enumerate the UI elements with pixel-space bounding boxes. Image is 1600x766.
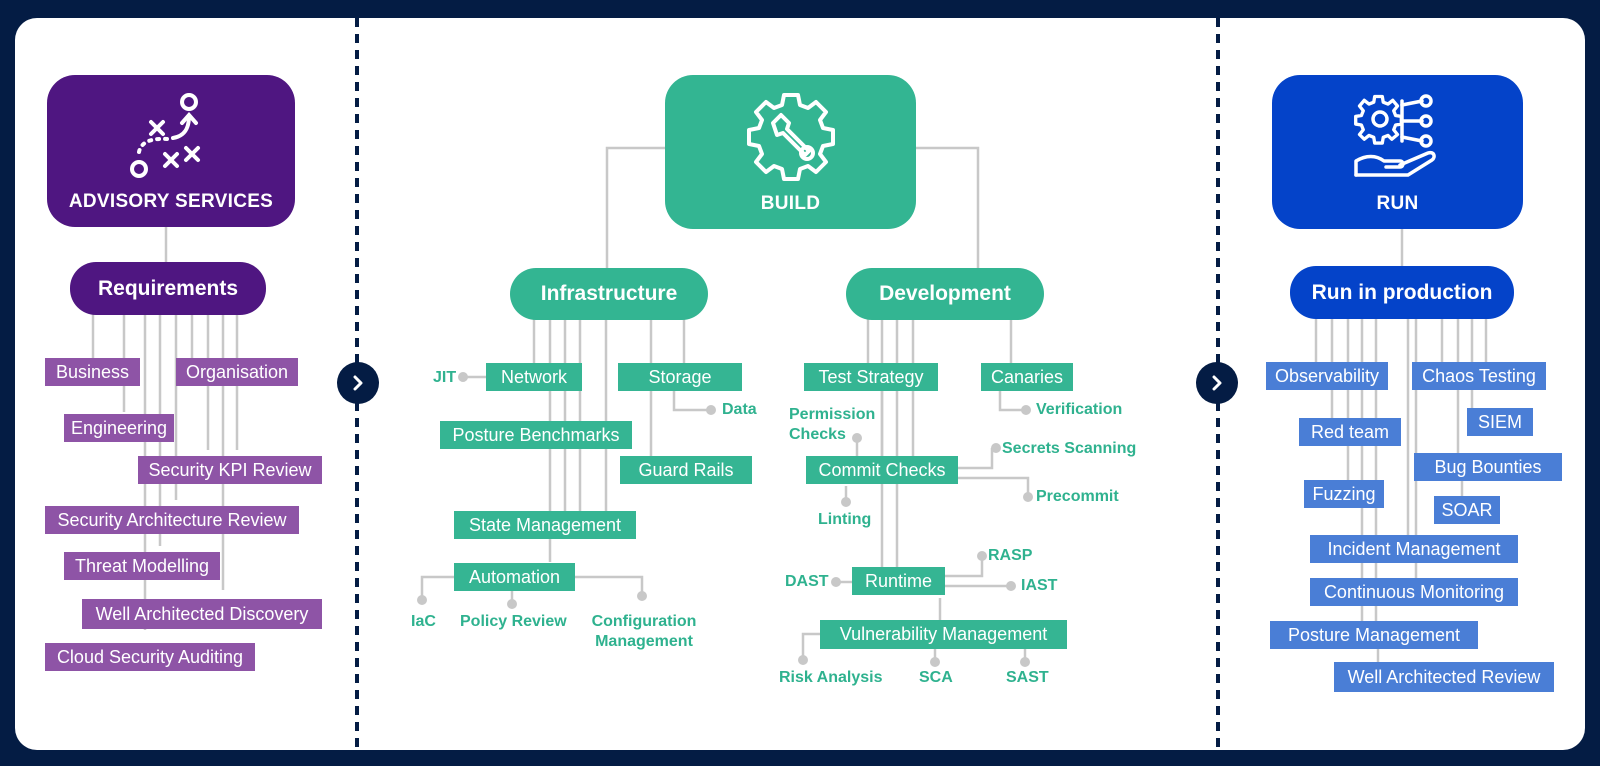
advisory-item-business: Business	[45, 358, 140, 386]
iac-label: IaC	[411, 613, 436, 630]
secrets-scanning-label: Secrets Scanning	[1002, 440, 1137, 457]
linting-label: Linting	[818, 511, 872, 528]
gear-wrench-icon	[746, 93, 835, 181]
advisory-item-organisation: Organisation	[176, 358, 298, 386]
guard-rails-box: Guard Rails	[620, 456, 752, 484]
jit-label: JIT	[433, 369, 457, 386]
build-card: BUILD	[665, 75, 916, 229]
hand-gear-network-icon	[1353, 94, 1436, 177]
run-item-continuous-monitoring: Continuous Monitoring	[1310, 578, 1518, 606]
runtime-box: Runtime	[852, 567, 945, 595]
run-item-red-team: Red team	[1299, 418, 1401, 446]
run-item-siem: SIEM	[1467, 408, 1533, 436]
canaries-box: Canaries	[981, 363, 1073, 391]
network-box: Network	[486, 363, 582, 391]
policy-review-label: Policy Review	[460, 613, 567, 630]
storage-box: Storage	[618, 363, 742, 391]
advisory-item-threat-modelling: Threat Modelling	[64, 552, 220, 580]
advisory-item-well-architected-discovery: Well Architected Discovery	[82, 599, 322, 629]
sast-label: SAST	[1006, 669, 1049, 686]
run-item-posture-management: Posture Management	[1270, 621, 1478, 649]
run-item-soar: SOAR	[1434, 496, 1500, 524]
precommit-label: Precommit	[1036, 488, 1119, 505]
advisory-services-card: ADVISORY SERVICES	[47, 75, 295, 227]
advisory-item-engineering: Engineering	[64, 414, 174, 442]
sca-label: SCA	[919, 669, 953, 686]
risk-analysis-label: Risk Analysis	[779, 669, 883, 686]
advisory-item-security-kpi-review: Security KPI Review	[138, 456, 322, 484]
iast-label: IAST	[1021, 577, 1058, 594]
configuration-management-label: Configuration Management	[591, 613, 697, 650]
strategy-play-icon	[130, 93, 200, 178]
run-in-production-pill: Run in production	[1290, 266, 1514, 319]
run-item-observability: Observability	[1266, 362, 1388, 390]
dast-label: DAST	[785, 573, 829, 590]
commit-checks-box: Commit Checks	[806, 456, 958, 484]
automation-box: Automation	[454, 563, 575, 591]
infrastructure-pill: Infrastructure	[510, 268, 708, 320]
state-management-box: State Management	[454, 511, 636, 539]
chevron-right-icon	[353, 375, 363, 391]
permission-checks-label: Permission Checks	[789, 406, 876, 443]
run-item-bug-bounties: Bug Bounties	[1414, 453, 1562, 481]
advisory-item-security-architecture-review: Security Architecture Review	[45, 506, 299, 534]
run-card: RUN	[1272, 75, 1523, 229]
requirements-pill: Requirements	[70, 262, 266, 315]
vulnerability-management-box: Vulnerability Management	[820, 620, 1067, 649]
development-pill: Development	[846, 268, 1044, 320]
advisory-title: ADVISORY SERVICES	[68, 191, 274, 212]
next-arrow-button[interactable]	[337, 362, 379, 404]
test-strategy-box: Test Strategy	[804, 363, 938, 391]
next-arrow-button-run[interactable]	[1196, 362, 1238, 404]
rasp-label: RASP	[988, 547, 1033, 564]
run-title: RUN	[1376, 193, 1419, 214]
run-item-well-architected-review: Well Architected Review	[1334, 662, 1554, 692]
posture-benchmarks-box: Posture Benchmarks	[440, 421, 632, 449]
verification-label: Verification	[1036, 401, 1123, 418]
advisory-item-cloud-security-auditing: Cloud Security Auditing	[45, 643, 255, 671]
run-item-chaos-testing: Chaos Testing	[1412, 362, 1546, 390]
run-item-incident-management: Incident Management	[1310, 535, 1518, 563]
build-title: BUILD	[760, 193, 821, 214]
chevron-right-icon	[1212, 375, 1222, 391]
data-label: Data	[722, 401, 757, 418]
run-item-fuzzing: Fuzzing	[1304, 480, 1384, 508]
